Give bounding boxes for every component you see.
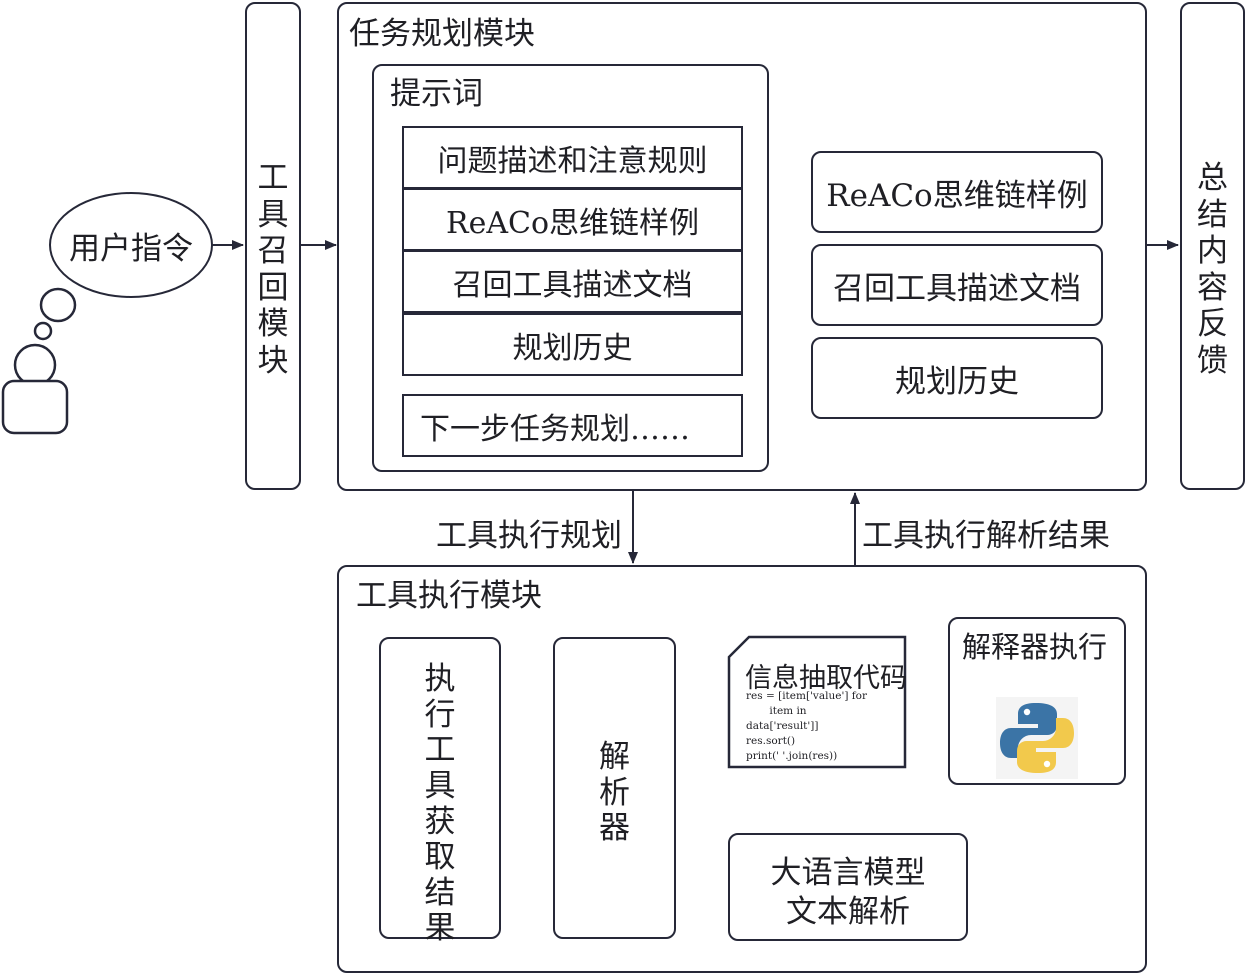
tool-recall-char: 召	[257, 233, 289, 270]
python-logo-icon	[996, 697, 1078, 779]
llm-line2: 文本解析	[786, 894, 910, 930]
user-command-bubble: 用户指令	[49, 192, 213, 298]
tool-recall-module	[245, 2, 301, 490]
tool-recall-char: 回	[257, 269, 289, 306]
interpreter-title: 解释器执行	[962, 630, 1108, 664]
source-reaco: ReACo思维链样例	[811, 151, 1103, 233]
summary-feedback-module	[1180, 2, 1245, 490]
tool-recall-label: 工具召回模块	[245, 160, 301, 379]
prompt-item-history: 规划历史	[402, 313, 743, 376]
code-document-shape	[727, 635, 907, 769]
tool-recall-char: 块	[257, 342, 289, 379]
summary-char: 结	[1197, 196, 1228, 233]
execute-tool-box	[379, 637, 501, 939]
execute-tool-label: 执行工具获取结果	[379, 661, 501, 947]
llm-line1: 大语言模型	[770, 855, 926, 891]
prompt-title: 提示词	[390, 76, 483, 112]
tool-recall-char: 具	[257, 196, 289, 233]
user-body	[1, 379, 69, 435]
source-tool-docs: 召回工具描述文档	[811, 244, 1103, 326]
execute-tool-char: 具	[424, 767, 456, 804]
code-doc-title: 信息抽取代码	[745, 663, 907, 694]
execute-tool-char: 结	[424, 874, 456, 911]
summary-feedback-label: 总结内容反馈	[1180, 160, 1245, 379]
llm-text-parse-box	[728, 833, 968, 941]
code-snippet: res = [item['value'] for item in data['r…	[746, 690, 867, 762]
execute-tool-char: 行	[424, 696, 456, 733]
execute-tool-char: 执	[424, 661, 456, 697]
flow-label-result: 工具执行解析结果	[862, 518, 1110, 554]
parser-char: 析	[599, 774, 630, 811]
flow-label-plan: 工具执行规划	[436, 518, 622, 554]
prompt-item-tool-docs: 召回工具描述文档	[402, 250, 743, 313]
summary-char: 反	[1197, 306, 1228, 343]
prompt-item-reaco: ReACo思维链样例	[402, 188, 743, 251]
tool-recall-char: 模	[257, 306, 289, 343]
user-command-text: 用户指令	[69, 230, 193, 267]
execute-tool-char: 取	[424, 839, 456, 876]
execute-tool-char: 工	[424, 732, 456, 769]
prompt-item-rules: 问题描述和注意规则	[402, 126, 743, 189]
summary-char: 内	[1197, 233, 1228, 270]
parser-label: 解析器	[553, 739, 676, 847]
parser-char: 器	[599, 810, 630, 847]
summary-char: 馈	[1197, 342, 1228, 379]
parser-box	[553, 637, 676, 939]
user-head	[13, 343, 57, 387]
summary-char: 总	[1197, 160, 1228, 196]
prompt-next-step: 下一步任务规划……	[402, 394, 743, 457]
parser-char: 解	[599, 739, 630, 775]
summary-char: 容	[1197, 269, 1228, 306]
execute-tool-char: 果	[424, 910, 456, 947]
tool-execution-title: 工具执行模块	[356, 578, 542, 614]
thought-bubble-small	[33, 321, 53, 341]
execute-tool-char: 获	[424, 803, 456, 840]
source-history: 规划历史	[811, 337, 1103, 419]
tool-recall-char: 工	[257, 160, 289, 196]
thought-bubble-large	[39, 287, 77, 323]
task-planning-title: 任务规划模块	[349, 16, 535, 52]
